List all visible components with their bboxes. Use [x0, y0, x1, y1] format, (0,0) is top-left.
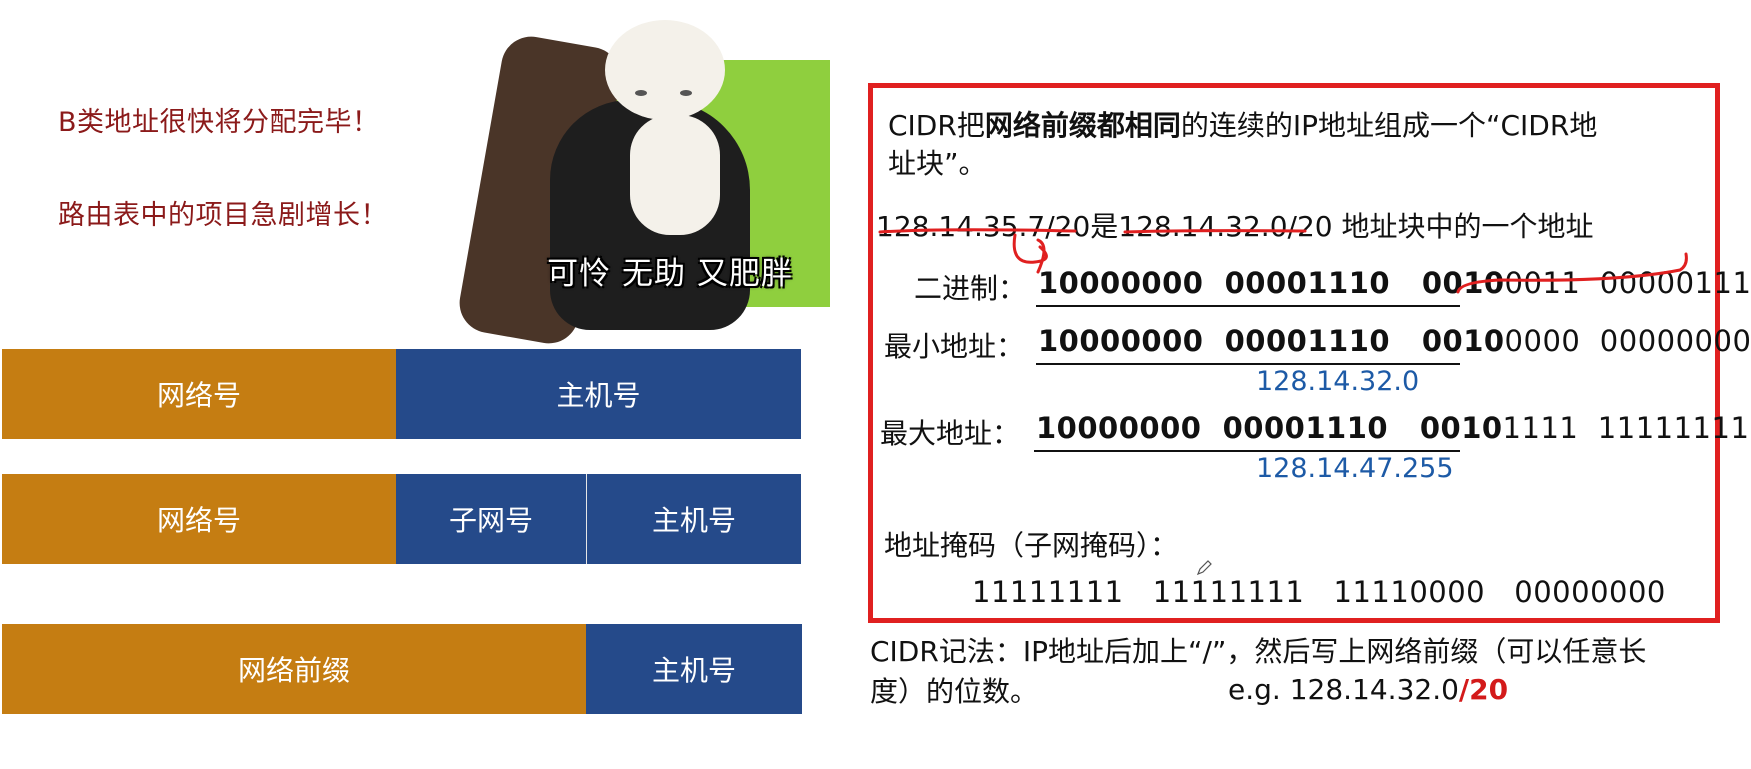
cidr-intro-line1: CIDR把网络前缀都相同的连续的IP地址组成一个“CIDR地 — [888, 104, 1597, 144]
bar3-host-segment: 主机号 — [586, 624, 802, 714]
cidr-intro-bold: 网络前缀都相同 — [984, 109, 1181, 142]
panda-eye-right — [680, 90, 692, 96]
cidr-intro-pre: CIDR把 — [888, 109, 985, 142]
cidr-intro-line2: 址块”。 — [888, 147, 987, 180]
cidr-notation-example: e.g. 128.14.32.0/20 — [1228, 673, 1508, 706]
bar3-host-label: 主机号 — [651, 654, 736, 687]
mask-bits: 11111111 11111111 11110000 00000000 — [972, 575, 1666, 609]
bar1-host-label: 主机号 — [556, 379, 641, 412]
bar1-network-label: 网络号 — [156, 379, 241, 412]
bar1-host-segment: 主机号 — [396, 349, 801, 439]
bar3-prefix-segment: 网络前缀 — [2, 624, 586, 714]
example-block: 128.14.32.0/20 — [1118, 210, 1333, 243]
min-address-value: 10000000 00001110 00100000 00000000 — [1038, 324, 1751, 358]
bar2-host-label: 主机号 — [651, 504, 736, 537]
panda-belly-shape — [630, 115, 720, 235]
note-routing-table-growth: 路由表中的项目急剧增长！ — [58, 200, 388, 231]
example-is: 是 — [1090, 210, 1119, 243]
red-annotation-strokes — [878, 228, 1688, 294]
bar2-network-label: 网络号 — [156, 504, 241, 537]
min-address-dotted: 128.14.32.0 — [1256, 366, 1420, 397]
example-tail: 地址块中的一个地址 — [1332, 210, 1594, 243]
min-address-prefix: 10000000 00001110 0010 — [1038, 324, 1505, 358]
mask-label: 地址掩码（子网掩码）： — [884, 529, 1179, 562]
bar1-network-segment: 网络号 — [2, 349, 396, 439]
pen-cursor-icon — [1196, 560, 1212, 576]
bar2-subnet-label: 子网号 — [448, 504, 533, 537]
min-address-label: 最小地址： — [884, 330, 1025, 363]
binary-prefix: 10000000 00001110 0010 — [1038, 266, 1505, 300]
host-bits-bracket — [1456, 252, 1688, 294]
underline-example-address — [878, 228, 1077, 234]
max-address-value: 10000000 00001110 00101111 11111111 — [1036, 411, 1749, 445]
panda-head-shape — [605, 20, 725, 120]
bar2-network-segment: 网络号 — [2, 474, 396, 564]
max-address-dotted: 128.14.47.255 — [1256, 453, 1454, 484]
binary-value: 10000000 00001110 00100011 00000111 — [1038, 266, 1751, 300]
max-address-prefix: 10000000 00001110 0010 — [1036, 411, 1503, 445]
max-address-label: 最大地址： — [880, 417, 1021, 450]
arrow-mark-bracket — [1012, 233, 1048, 274]
min-address-rest: 0000 00000000 — [1504, 324, 1751, 358]
cidr-block-box — [868, 83, 1720, 623]
bar2-host-segment: 主机号 — [586, 474, 801, 564]
note-class-b-exhausted: B类地址很快将分配完毕！ — [58, 107, 380, 138]
binary-label: 二进制： — [914, 272, 1027, 305]
bar3-prefix-label: 网络前缀 — [237, 654, 350, 687]
cidr-intro-post: 的连续的IP地址组成一个“CIDR地 — [1180, 109, 1598, 142]
max-prefix-underline — [1034, 450, 1460, 452]
notation-example-suffix: /20 — [1458, 673, 1509, 706]
cidr-notation-line1: CIDR记法：IP地址后加上“/”，然后写上网络前缀（可以任意长 — [870, 635, 1647, 668]
notation-example-prefix: e.g. 128.14.32.0 — [1228, 673, 1459, 706]
underline-example-block — [1123, 229, 1307, 234]
example-address: 128.14.35.7/20 — [876, 210, 1091, 243]
min-prefix-underline — [1036, 363, 1460, 365]
bar2-subnet-segment: 子网号 — [396, 474, 586, 564]
panda-eye-left — [635, 90, 647, 96]
binary-prefix-underline — [1036, 305, 1460, 307]
panda-meme-image: 可怜 无助 又肥胖 — [454, 20, 830, 349]
meme-caption: 可怜 无助 又肥胖 — [547, 256, 793, 292]
cidr-example-line: 128.14.35.7/20是128.14.32.0/20 地址块中的一个地址 — [876, 205, 1593, 245]
cidr-notation-line2: 度）的位数。 — [870, 675, 1039, 708]
max-address-rest: 1111 11111111 — [1502, 411, 1750, 445]
